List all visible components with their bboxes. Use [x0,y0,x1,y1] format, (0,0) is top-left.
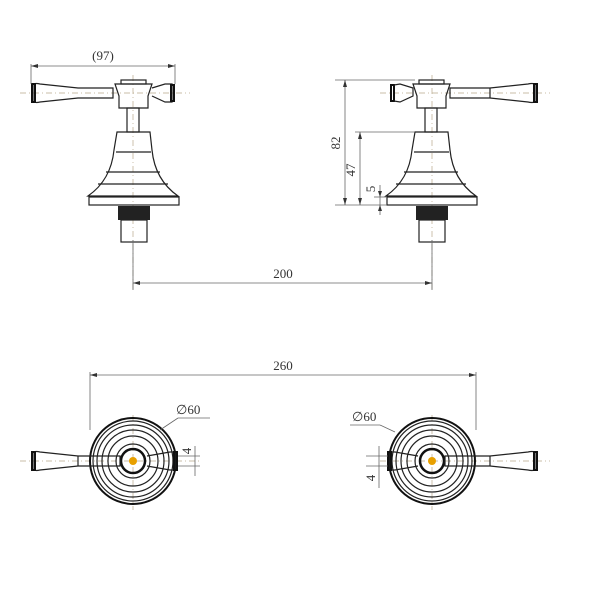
dim-label-4-left: 4 [179,447,194,454]
dimension-center-spacing: 200 [132,240,433,290]
dim-label-diameter-left: ∅60 [176,402,200,417]
dim-label-5: 5 [363,186,378,193]
dim-label-200: 200 [273,266,293,281]
dimension-handle-width: (97) [30,48,176,84]
dimension-overall-width: 260 [89,358,477,430]
dim-label-82: 82 [328,137,343,150]
dim-label-97: (97) [92,48,114,63]
top-view-left-tap: ∅60 4 [20,402,210,510]
front-view-right-tap [380,75,550,290]
dim-label-diameter-right: ∅60 [352,409,376,424]
front-view-left-tap [20,75,190,290]
dim-label-260: 260 [273,358,293,373]
top-view-right-tap: ∅60 4 [350,409,550,510]
dimension-heights: 82 47 5 [328,79,415,215]
dim-label-47: 47 [343,163,358,177]
dim-label-4-right: 4 [363,474,378,481]
